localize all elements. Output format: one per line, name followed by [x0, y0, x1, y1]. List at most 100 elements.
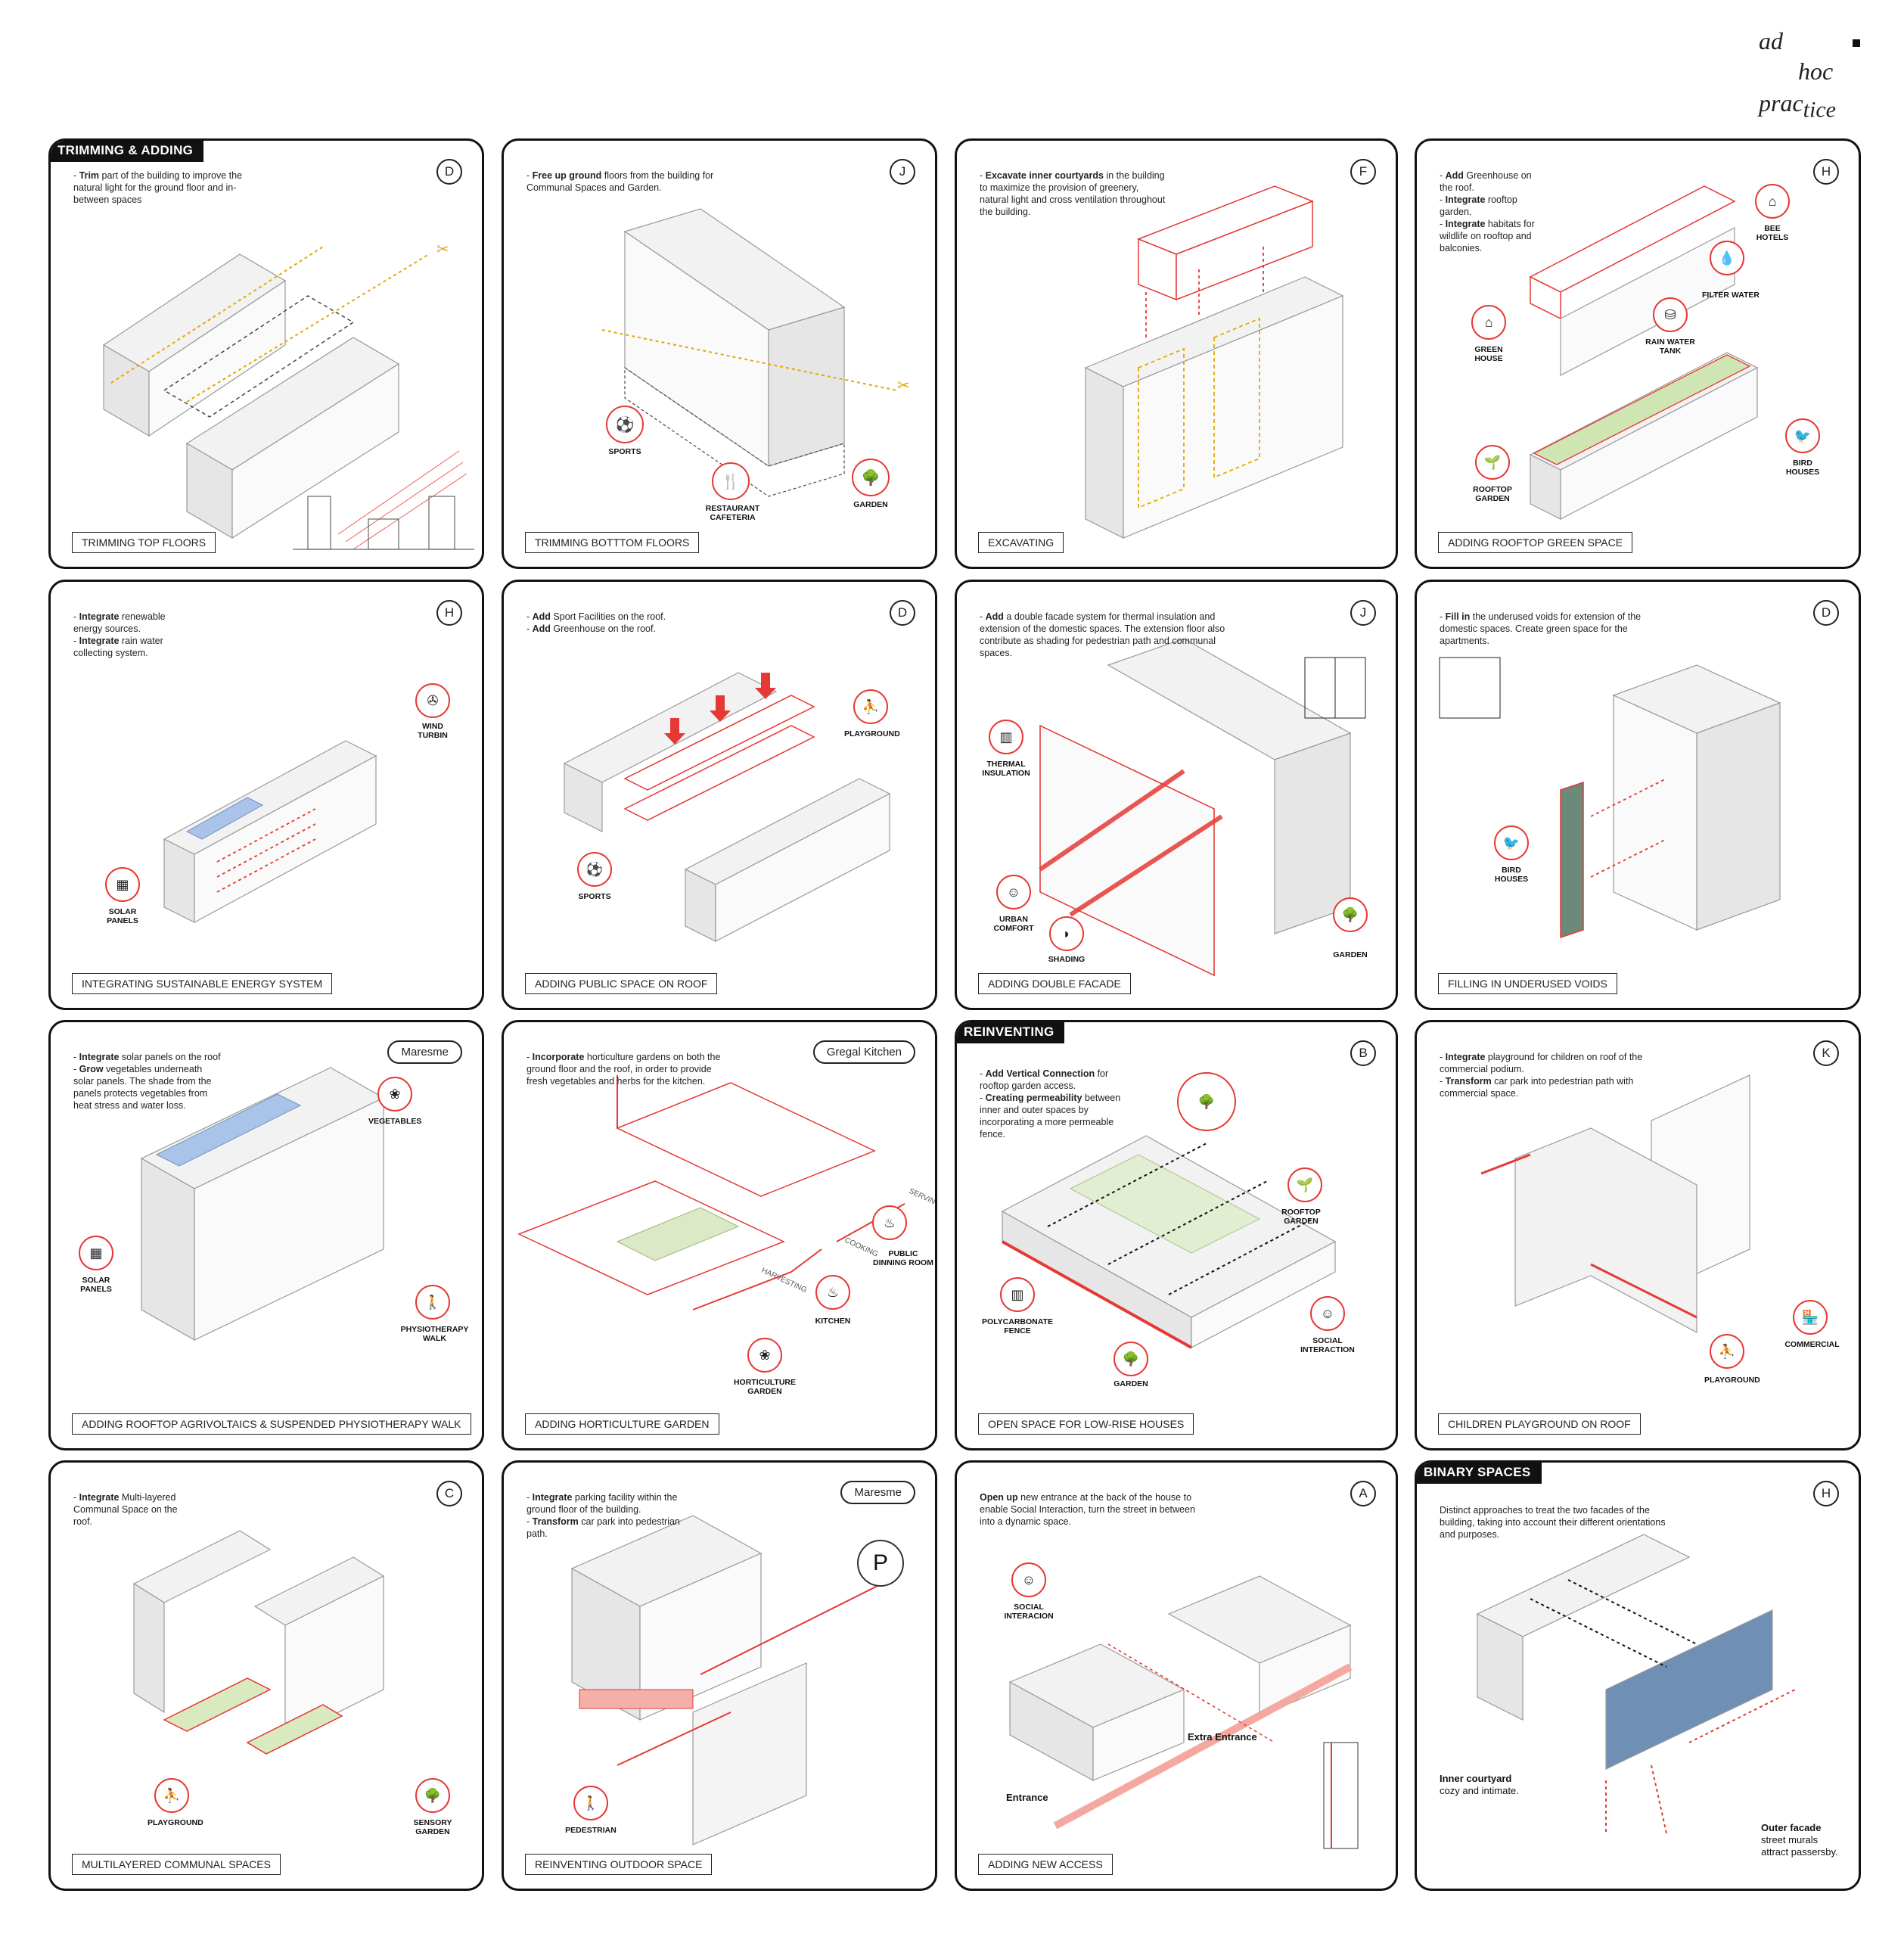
panel-description: Open up new entrance at the back of the …	[980, 1492, 1195, 1527]
label-shading: SHADING	[1048, 955, 1086, 964]
label-kitchen: KITCHEN	[815, 1317, 851, 1326]
illustration-multilayered: ⛹🌳	[132, 1530, 450, 1813]
panel-description: - Trim part of the building to improve t…	[73, 170, 243, 205]
svg-text:◗: ◗	[1063, 926, 1071, 941]
svg-text:⚽: ⚽	[615, 415, 635, 434]
svg-text:🌱: 🌱	[1484, 455, 1501, 470]
panel-description: - Incorporate horticulture gardens on bo…	[526, 1052, 721, 1087]
case-letter-badge: H	[1813, 1481, 1839, 1506]
label-solar-panels: SOLAR PANELS	[80, 1276, 112, 1294]
panel-caption: ADDING DOUBLE FACADE	[978, 973, 1131, 994]
svg-text:🌳: 🌳	[1342, 906, 1359, 922]
panel-horticulture: ♨♨❀ HARVESTING COOKING SERVING Gregal Ki…	[502, 1020, 937, 1450]
panel-caption: INTEGRATING SUSTAINABLE ENERGY SYSTEM	[72, 973, 333, 994]
label-commercial: COMMERCIAL	[1784, 1340, 1840, 1349]
illustration-double-facade: ▥ ☺ ◗ 🌳	[989, 638, 1368, 977]
label-vegetables: VEGETABLES	[368, 1117, 422, 1126]
label-playground: PLAYGROUND	[1704, 1376, 1760, 1385]
panel-caption: OPEN SPACE FOR LOW-RISE HOUSES	[978, 1413, 1194, 1435]
label-rooftop-garden: ROOFTOP GARDEN	[1473, 485, 1512, 503]
svg-text:▥: ▥	[1011, 1287, 1023, 1302]
label-social-interaction: SOCIAL INTERACTION	[1300, 1336, 1355, 1354]
illustration-rooftop-green: ⌂💧⌂ ⛁🐦🌱	[1471, 184, 1820, 520]
label-playground: PLAYGROUND	[844, 729, 900, 738]
panel-double-facade: ▥☺◗🌳 J - Add a double facade system for …	[955, 580, 1398, 1010]
svg-text:▦: ▦	[116, 877, 129, 892]
panel-caption: ADDING HORTICULTURE GARDEN	[525, 1413, 719, 1435]
label-playground: PLAYGROUND	[148, 1818, 203, 1827]
svg-text:🚶: 🚶	[582, 1795, 599, 1811]
panel-description: - Add a double facade system for thermal…	[980, 611, 1225, 658]
svg-text:☺: ☺	[1007, 885, 1020, 900]
label-green-house: GREEN HOUSE	[1474, 345, 1503, 363]
illustration-playground-roof: 🏪⛹	[1480, 1074, 1828, 1369]
svg-text:⛁: ⛁	[1664, 307, 1676, 322]
brand-logo: ad hoc practice	[1759, 23, 1887, 129]
panel-description: - Integrate renewable energy sources. - …	[73, 611, 166, 658]
label-urban-comfort: URBAN COMFORT	[993, 915, 1034, 933]
svg-text:☺: ☺	[1321, 1306, 1334, 1321]
svg-text:❀: ❀	[389, 1087, 400, 1102]
panel-outdoor-space: 🚶 Maresme - Integrate parking facility w…	[502, 1460, 937, 1891]
panel-trimming-top-floors: ✂ TRIMMING & ADDING D - Trim part of the…	[48, 138, 484, 569]
svg-text:🍴: 🍴	[722, 472, 741, 490]
illustration-binary-spaces	[1476, 1534, 1796, 1834]
section-title: TRIMMING & ADDING	[51, 141, 204, 162]
panel-caption: CHILDREN PLAYGROUND ON ROOF	[1438, 1413, 1641, 1435]
case-letter-badge: C	[436, 1481, 462, 1506]
panel-caption: TRIMMING TOP FLOORS	[72, 532, 216, 553]
panel-description: - Excavate inner courtyards in the build…	[980, 170, 1166, 217]
label-social-interaction: SOCIAL INTERACION	[1004, 1603, 1054, 1621]
panel-description: - Add Vertical Connection for rooftop ga…	[980, 1068, 1121, 1140]
svg-text:⛹: ⛹	[1719, 1343, 1735, 1359]
location-tag: Maresme	[840, 1481, 915, 1504]
label-rain-water-tank: RAIN WATER TANK	[1645, 337, 1695, 356]
panel-description: - Integrate parking facility within the …	[526, 1492, 680, 1539]
case-letter-badge: B	[1350, 1040, 1376, 1066]
location-tag: Gregal Kitchen	[812, 1040, 915, 1064]
case-letter-badge: H	[436, 600, 462, 626]
label-pedestrian: PEDESTRIAN	[565, 1826, 617, 1835]
panel-caption: EXCAVATING	[978, 532, 1064, 553]
panel-caption: TRIMMING BOTTTOM FLOORS	[525, 532, 700, 553]
svg-text:☺: ☺	[1022, 1572, 1036, 1587]
label-solar-panels: SOLAR PANELS	[107, 907, 138, 925]
svg-text:🌳: 🌳	[862, 468, 881, 487]
label-bird-houses: BIRD HOUSES	[1785, 459, 1820, 477]
panel-public-space-roof: ⛹⚽ D - Add Sport Facilities on the roof.…	[502, 580, 937, 1010]
illustration-low-rise: 🌳🌱▥☺🌳	[1000, 1072, 1345, 1376]
label-wind-turbin: WIND TURBIN	[418, 722, 448, 740]
label-bird-houses: BIRD HOUSES	[1494, 866, 1529, 884]
illustration-roof-sports: ⛹⚽	[563, 672, 891, 942]
panel-description: - Integrate solar panels on the roof - G…	[73, 1052, 221, 1111]
label-restaurant: RESTAURANT CAFETERIA	[705, 504, 760, 522]
label-filter-water: FILTER WATER	[1701, 291, 1760, 300]
svg-text:SERVING: SERVING	[908, 1187, 937, 1209]
case-letter-badge: A	[1350, 1481, 1376, 1506]
panel-caption: MULTILAYERED COMMUNAL SPACES	[72, 1854, 281, 1875]
svg-text:🌳: 🌳	[1198, 1093, 1215, 1109]
case-letter-badge: D	[890, 600, 915, 626]
svg-text:🏪: 🏪	[1802, 1309, 1819, 1325]
svg-text:🚶: 🚶	[424, 1294, 441, 1310]
svg-text:🌱: 🌱	[1297, 1177, 1313, 1192]
label-horticulture-garden: HORTICULTURE GARDEN	[733, 1378, 797, 1396]
panel-description: - Integrate playground for children on r…	[1440, 1052, 1643, 1099]
svg-text:🐦: 🐦	[1503, 835, 1520, 850]
panel-sustainable-energy: ✇▦ H - Integrate renewable energy source…	[48, 580, 484, 1010]
svg-text:⌂: ⌂	[1769, 194, 1777, 209]
label-bee-hotels: BEE HOTELS	[1756, 224, 1789, 242]
svg-text:▥: ▥	[999, 729, 1012, 745]
case-letter-badge: J	[890, 159, 915, 185]
label-thermal-insulation: THERMAL INSULATION	[982, 760, 1030, 778]
svg-text:🌳: 🌳	[424, 1787, 441, 1803]
label-entrance: Entrance	[1006, 1792, 1048, 1803]
panel-description: - Integrate Multi-layered Communal Space…	[73, 1492, 178, 1527]
logo-line-1: ad	[1759, 27, 1783, 54]
panel-rooftop-green: ⌂💧⌂ ⛁🐦🌱 H - Add Greenhouse on the roof. …	[1415, 138, 1861, 569]
svg-text:🐦: 🐦	[1794, 428, 1811, 443]
illustration-new-access: ☺	[1008, 1562, 1359, 1849]
panel-low-rise-houses: 🌳🌱▥☺🌳 REINVENTING B - Add Vertical Conne…	[955, 1020, 1398, 1450]
panel-caption: ADDING NEW ACCESS	[978, 1854, 1113, 1875]
